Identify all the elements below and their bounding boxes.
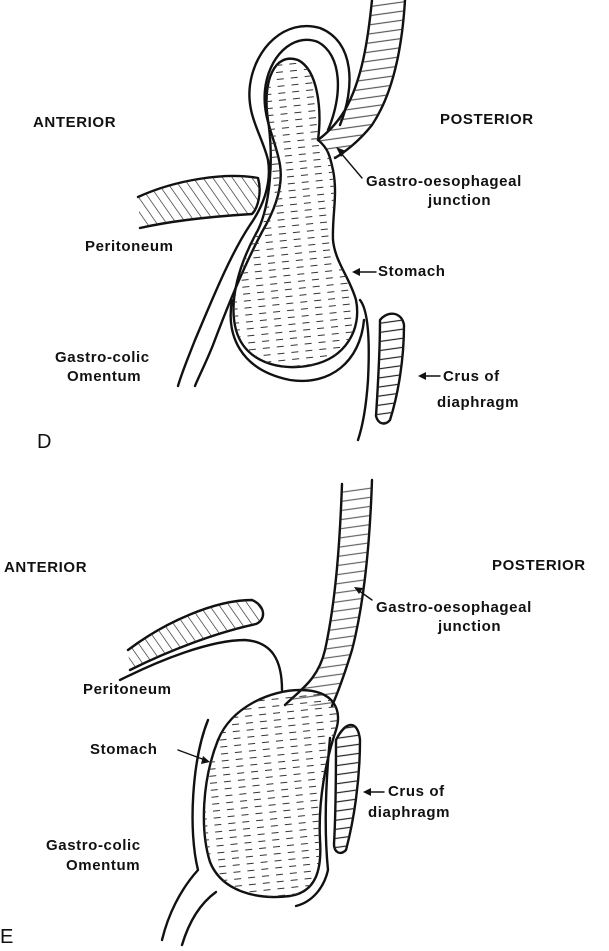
d-gastro-colic-label: Gastro-colic	[55, 348, 150, 367]
d-diaphragm-slab	[138, 176, 260, 228]
d-omentum-label: Omentum	[67, 367, 141, 386]
e-peritoneum-label: Peritoneum	[83, 680, 172, 699]
e-diaphragm-slab	[128, 600, 263, 670]
e-diaphragm-label: diaphragm	[368, 803, 450, 822]
e-crus-label: Crus of	[388, 782, 445, 801]
panel-e-letter: E	[0, 926, 13, 949]
e-anterior-label: ANTERIOR	[4, 558, 87, 577]
e-omentum-label: Omentum	[66, 856, 140, 875]
d-stomach-label: Stomach	[378, 262, 446, 281]
d-diaphragm-label: diaphragm	[437, 393, 519, 412]
d-posterior-label: POSTERIOR	[440, 110, 534, 129]
e-gastro-oesophageal-label: Gastro-oesophageal	[376, 598, 532, 617]
d-oesophagus	[318, 0, 405, 158]
d-peritoneum-label: Peritoneum	[85, 237, 174, 256]
e-posterior-label: POSTERIOR	[492, 556, 586, 575]
e-gastro-colic-label: Gastro-colic	[46, 836, 141, 855]
panel-d-letter: D	[37, 431, 51, 454]
e-crus	[334, 725, 360, 853]
d-gastro-oesophageal-label: Gastro-oesophageal	[366, 172, 522, 191]
d-crus-label: Crus of	[443, 367, 500, 386]
e-stomach-label: Stomach	[90, 740, 158, 759]
d-junction-label: junction	[428, 191, 491, 210]
panel-d-drawing	[138, 0, 440, 440]
d-anterior-label: ANTERIOR	[33, 113, 116, 132]
e-stomach	[162, 690, 338, 945]
e-junction-label: junction	[438, 617, 501, 636]
panel-e-drawing	[120, 480, 384, 945]
